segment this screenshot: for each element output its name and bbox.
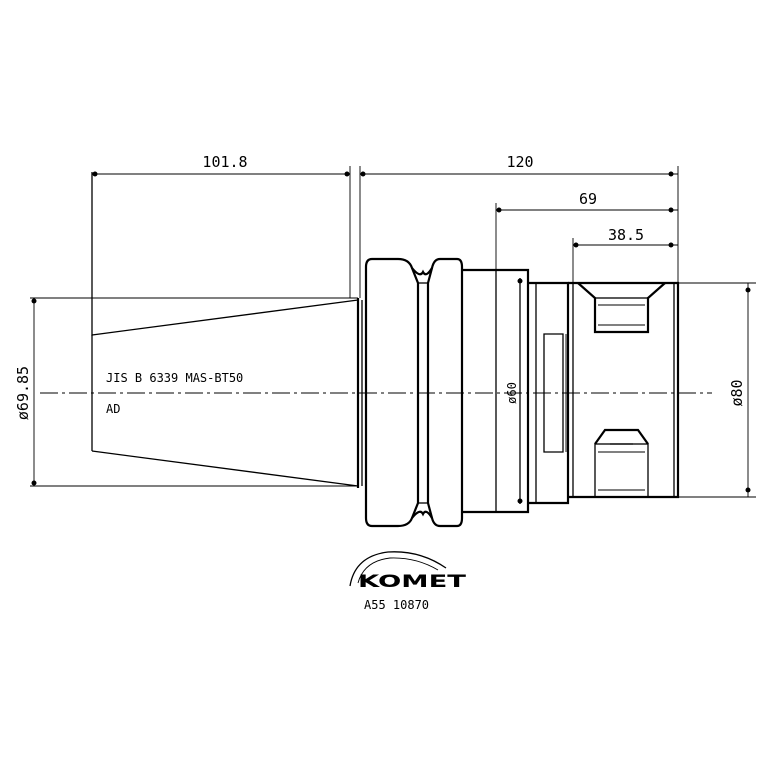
dim-bore-depth-label: 38.5 [608, 226, 644, 244]
dim-taper-diameter-label: ø69.85 [14, 366, 32, 420]
dimension-taper-length: 101.8 [92, 153, 351, 298]
dimension-collar-diameter: ø60 [505, 278, 523, 504]
taper-shank [91, 172, 363, 488]
dim-body-length-label: 69 [579, 190, 597, 208]
dimension-body-length: 69 [495, 190, 678, 270]
komet-logo-text: KOMET [358, 572, 467, 592]
dimension-outer-diameter: ø80 [678, 282, 756, 498]
dimension-taper-diameter: ø69.85 [14, 297, 358, 487]
dim-outer-diameter-label: ø80 [728, 379, 746, 406]
dim-collar-diameter-label: ø60 [505, 382, 519, 404]
collar [462, 268, 570, 514]
nose [568, 281, 680, 499]
standard-label: JIS B 6339 MAS-BT50 [106, 371, 243, 385]
komet-logo: KOMET [349, 551, 467, 592]
dimension-overall-length: 120 [359, 153, 679, 298]
dimension-bore-depth: 38.5 [572, 226, 678, 283]
form-label: AD [106, 402, 120, 416]
dim-taper-length-label: 101.8 [202, 153, 247, 171]
dim-overall-length-label: 120 [506, 153, 533, 171]
flange [364, 257, 464, 528]
part-number: A55 10870 [364, 598, 429, 612]
